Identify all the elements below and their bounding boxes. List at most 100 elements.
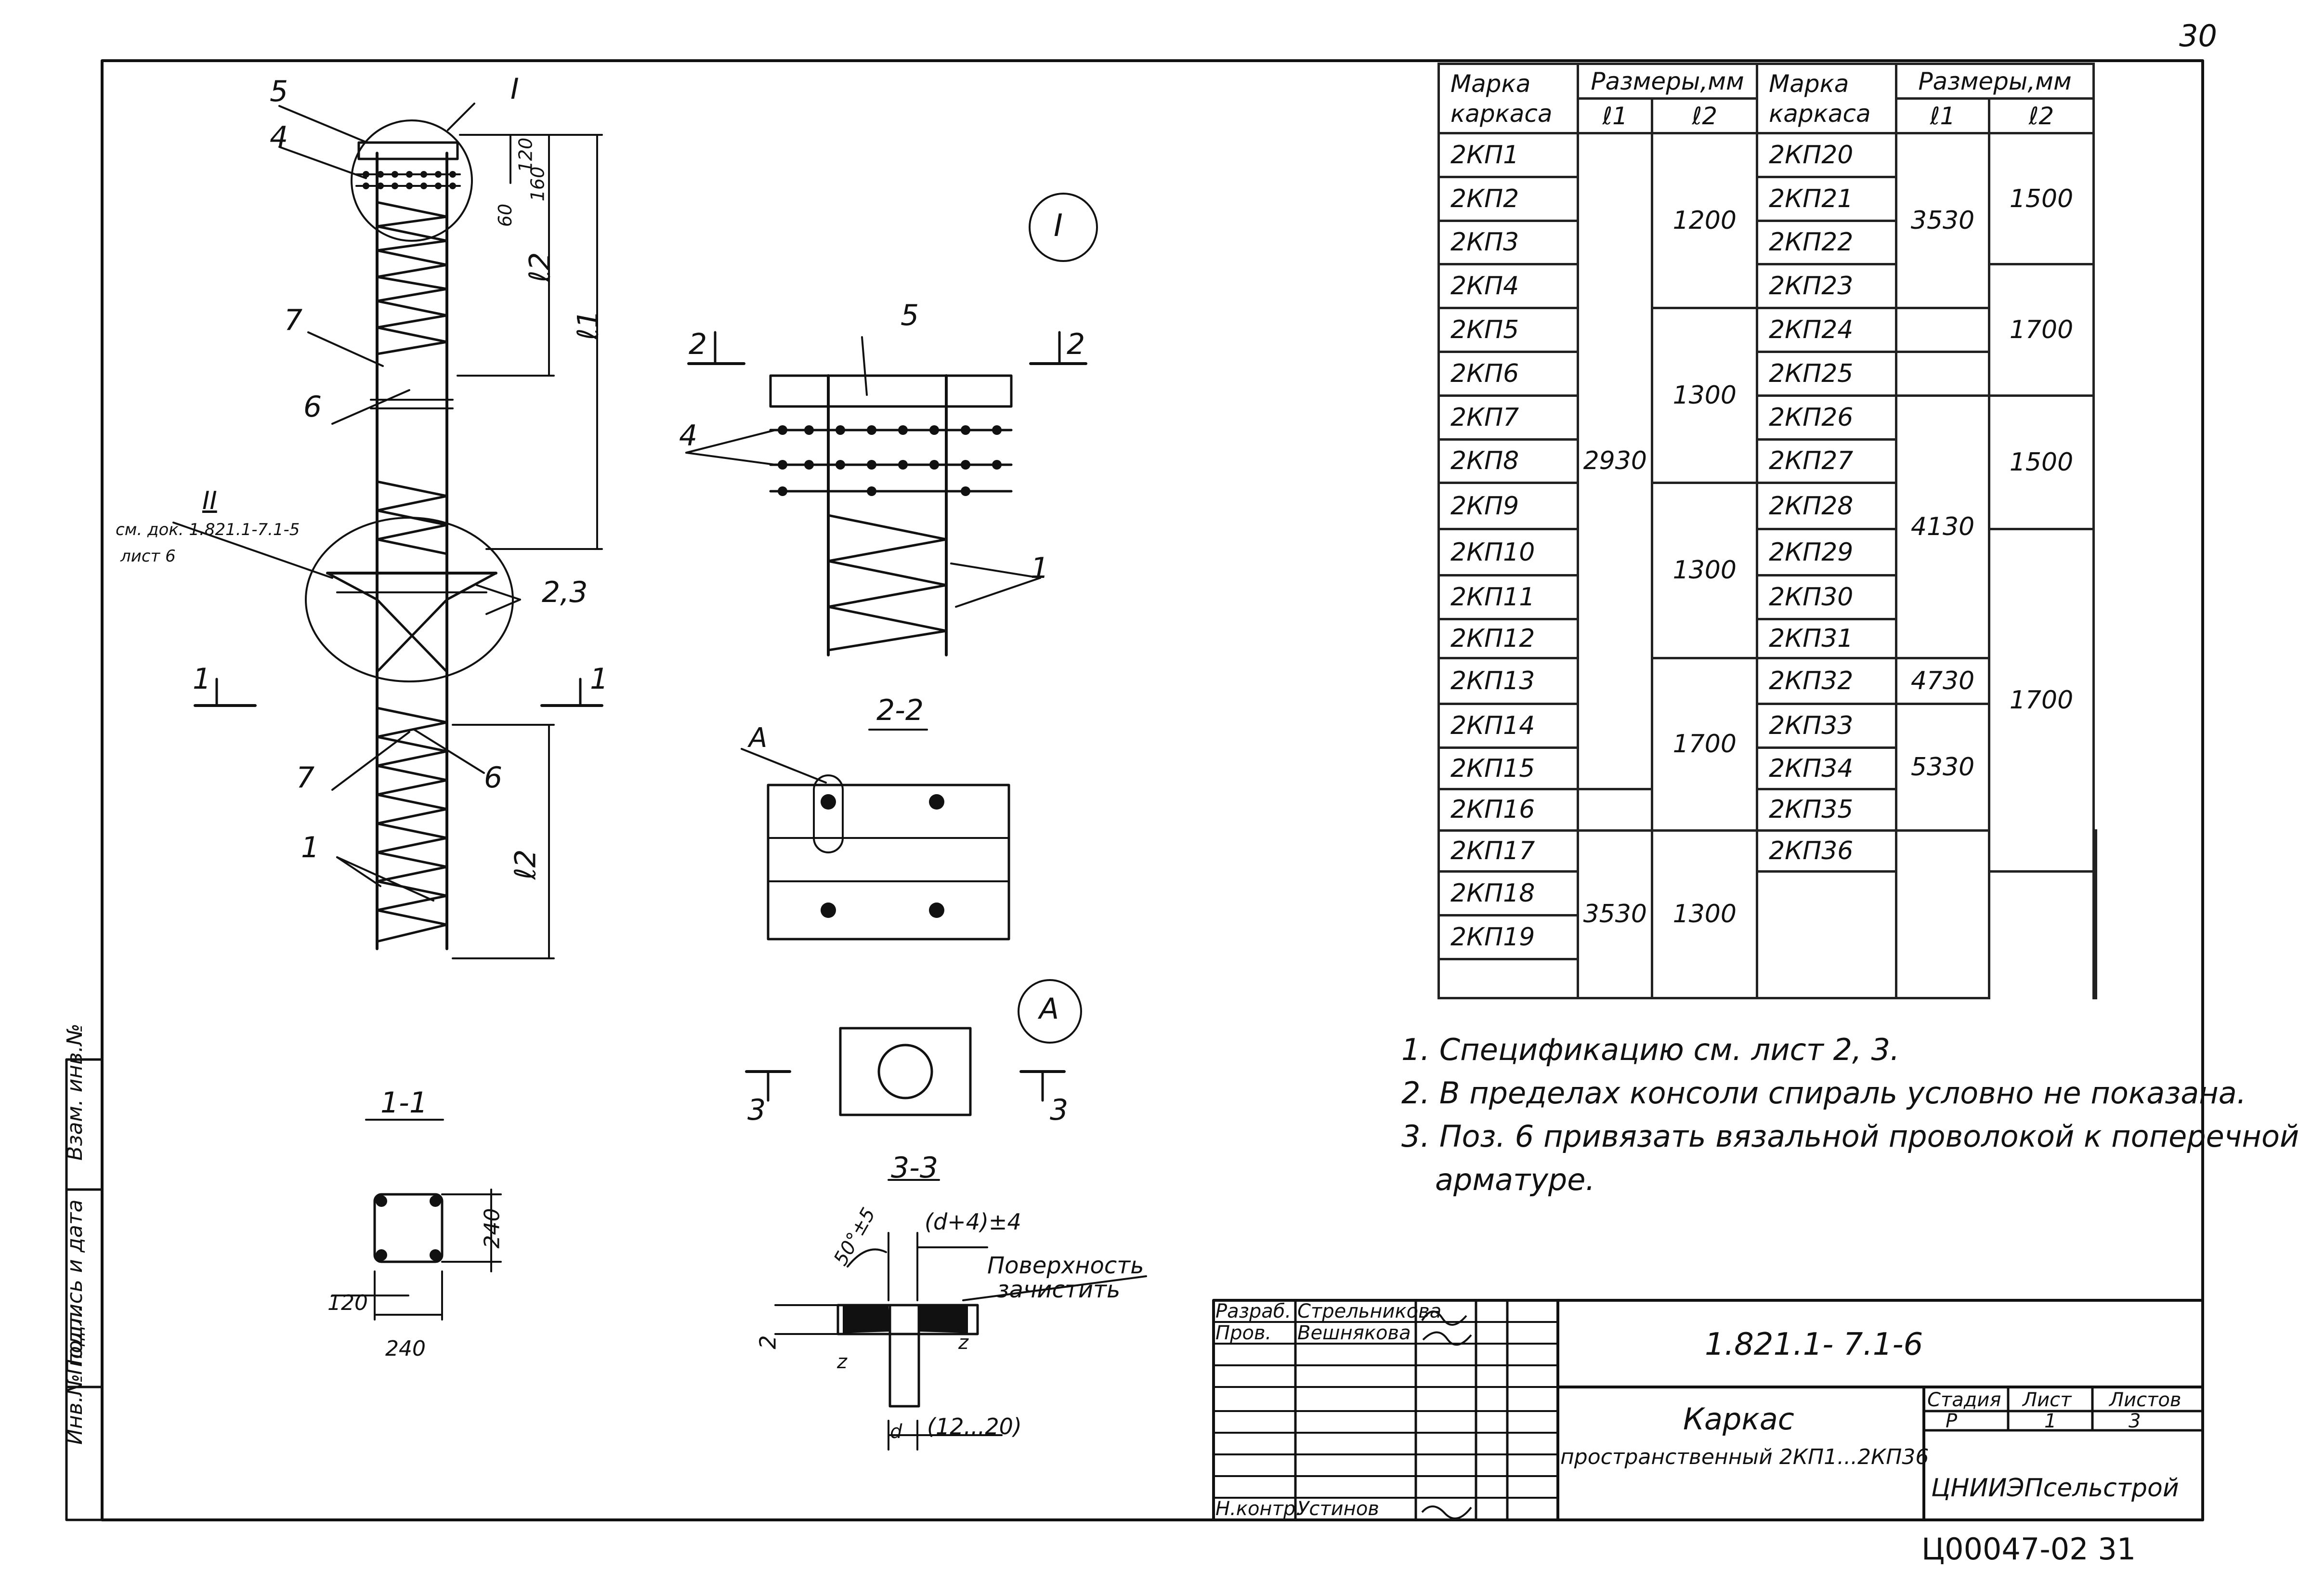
detail-II-ref-1: см. док. 1.821.1-7.1-5 (116, 520, 300, 539)
tb-designation: 1.821.1- 7.1-6 (1705, 1327, 1923, 1362)
table-cell-mark: 2КП1 (1437, 132, 1579, 178)
signature-razrab-prov (1421, 1310, 1472, 1346)
table-cell-l2: 1500 (1987, 394, 2095, 531)
table-cell-l2: 1300 (1651, 482, 1759, 659)
tb-title-1: Каркас (1683, 1401, 1794, 1437)
tb-organization: ЦНИИЭПсельстрой (1931, 1474, 2179, 1503)
col-header-l1-left: ℓ1 (1576, 97, 1654, 134)
table-cell-l2: 1700 (1987, 528, 2095, 873)
cut-3-right: 3 (1050, 1093, 1069, 1127)
cut-3-left: 3 (747, 1093, 766, 1127)
weld-gap: (d+4)±4 (925, 1209, 1021, 1235)
cut-1-right: 1 (590, 662, 609, 696)
table-cell-l2: 1700 (1987, 263, 2095, 397)
sheet-frame (101, 59, 2204, 1521)
col-header-l2-right: ℓ2 (1987, 97, 2095, 134)
table-cell-mark: 2КП25 (1756, 350, 1898, 397)
table-cell-l1: 2930 (1576, 132, 1654, 790)
dim-l2-upper: ℓ2 (523, 252, 557, 283)
table-cell-mark: 2КП33 (1756, 703, 1898, 749)
table-cell-mark: 2КП17 (1437, 829, 1579, 873)
tb-stage-label: Стадия (1927, 1389, 2001, 1411)
table-cell-mark: 2КП4 (1437, 263, 1579, 310)
cut-2-left: 2 (689, 327, 707, 361)
dim-l2-lower: ℓ2 (509, 849, 543, 880)
table-cell-mark: 2КП28 (1756, 482, 1898, 531)
weld-d: d (890, 1421, 902, 1443)
table-cell-mark: 2КП26 (1756, 394, 1898, 441)
tb-sheets: 3 (2129, 1410, 2141, 1432)
callout-7-lower: 7 (296, 761, 315, 795)
callout-1: 1 (301, 831, 320, 864)
table-cell-l1 (1895, 350, 1990, 397)
table-cell-l1 (1895, 829, 1990, 1000)
detail-A-view (745, 979, 1082, 1181)
detail-I-callout-1: 1 (1031, 551, 1049, 585)
section-1-1-bars (376, 1195, 441, 1261)
table-cell-mark: 2КП20 (1756, 132, 1898, 178)
callout-7-upper: 7 (284, 303, 303, 337)
tb-role-razrab: Разраб. (1215, 1300, 1292, 1322)
table-cell-mark: 2КП7 (1437, 394, 1579, 441)
table-cell-l2: 1300 (1651, 307, 1759, 484)
detail-A-symbol: A (1039, 992, 1059, 1026)
detail-II-ref-2: лист 6 (120, 547, 176, 566)
tb-title-2: пространственный 2КП1...2КП36 (1560, 1445, 1929, 1469)
title-block-frame (1212, 1299, 2204, 1521)
cage-elevation-dims (452, 134, 603, 959)
section-1-1-title: 1-1 (380, 1086, 428, 1120)
surface-note-1: Поверхность (987, 1252, 1144, 1279)
section-2-2-title: 2-2 (876, 693, 924, 727)
cut-1-left: 1 (193, 662, 211, 696)
note-1: 1. Спецификацию см. лист 2, 3. (1401, 1032, 1900, 1067)
weld-dim-2: 2 (755, 1335, 781, 1349)
table-cell-l2: 1300 (1651, 829, 1759, 1000)
table-cell-mark: 2КП22 (1756, 219, 1898, 266)
side-stamp-frame (65, 1058, 104, 1521)
table-cell-mark: 2КП10 (1437, 528, 1579, 577)
table-cell-mark: 2КП31 (1756, 617, 1898, 659)
table-cell-mark: 2КП14 (1437, 703, 1579, 749)
stamp-vzam-inv: Взам. инв.№ (63, 1023, 87, 1161)
table-cell-mark: 2КП12 (1437, 617, 1579, 659)
signature-nkontr (1421, 1505, 1472, 1519)
section-2-2-detail-A: A (749, 722, 768, 754)
section-1-1-dim-120: 120 (327, 1291, 368, 1315)
tb-sheets-label: Листов (2109, 1389, 2181, 1411)
cage-elevation (172, 103, 603, 950)
note-3: 3. Поз. 6 привязать вязальной проволокой… (1401, 1119, 2299, 1154)
note-3-cont: арматуре. (1435, 1162, 1595, 1197)
callout-detail-I: I (510, 72, 519, 106)
table-cell-mark: 2КП16 (1437, 787, 1579, 832)
table-cell-mark: 2КП9 (1437, 482, 1579, 531)
table-cell-mark: 2КП30 (1756, 574, 1898, 620)
detail-I-rebar-dots (778, 425, 1002, 496)
weld-depth: (12...20) (927, 1413, 1022, 1439)
table-cell-mark (1756, 870, 1898, 999)
table-cell-l1: 4730 (1895, 656, 1990, 706)
table-cell-l1: 3530 (1576, 829, 1654, 1000)
table-cell-l1: 4130 (1895, 394, 1990, 659)
section-3-3-title: 3-3 (891, 1151, 938, 1185)
table-cell-mark: 2КП6 (1437, 350, 1579, 397)
weld-hatch (843, 1306, 968, 1333)
table-cell-mark: 2КП34 (1756, 746, 1898, 790)
table-cell-mark: 2КП32 (1756, 656, 1898, 706)
table-cell-mark (1437, 958, 1579, 999)
tb-role-nkontr: Н.контр. (1215, 1498, 1302, 1520)
section-1-1-view (331, 1119, 502, 1321)
table-cell-l2 (2092, 829, 2097, 1000)
callout-6-upper: 6 (303, 390, 322, 424)
table-cell-l1: 3530 (1895, 131, 1990, 310)
tb-name-nkontr: Устинов (1297, 1498, 1379, 1520)
table-cell-mark: 2КП36 (1756, 829, 1898, 873)
detail-I-callout-4: 4 (679, 419, 698, 453)
note-2: 2. В пределах консоли спираль условно не… (1401, 1075, 2247, 1111)
callout-2-3: 2,3 (542, 576, 588, 609)
marks-table: Марка каркаса Размеры,мм Марка каркаса Р… (1437, 63, 2097, 1000)
table-cell-mark: 2КП23 (1756, 263, 1898, 310)
surface-note-2: зачистить (997, 1276, 1121, 1303)
callout-6-lower: 6 (484, 761, 503, 795)
section-2-2-studs (821, 794, 944, 918)
detail-I-callout-5: 5 (901, 299, 919, 332)
